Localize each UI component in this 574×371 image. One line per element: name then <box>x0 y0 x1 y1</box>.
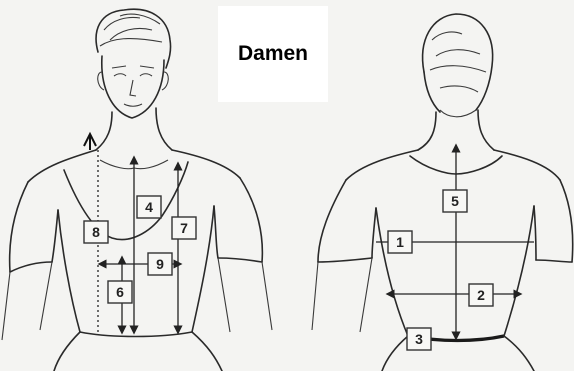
marker-8: 8 <box>92 224 100 240</box>
marker-2: 2 <box>477 287 485 303</box>
front-labels: 4 7 8 9 6 <box>84 196 196 303</box>
marker-3: 3 <box>415 331 423 347</box>
marker-4: 4 <box>145 199 153 215</box>
marker-6: 6 <box>116 284 124 300</box>
page-title: Damen <box>218 6 328 102</box>
marker-7: 7 <box>180 220 188 236</box>
marker-5: 5 <box>451 193 459 209</box>
marker-9: 9 <box>156 256 164 272</box>
marker-1: 1 <box>396 234 404 250</box>
